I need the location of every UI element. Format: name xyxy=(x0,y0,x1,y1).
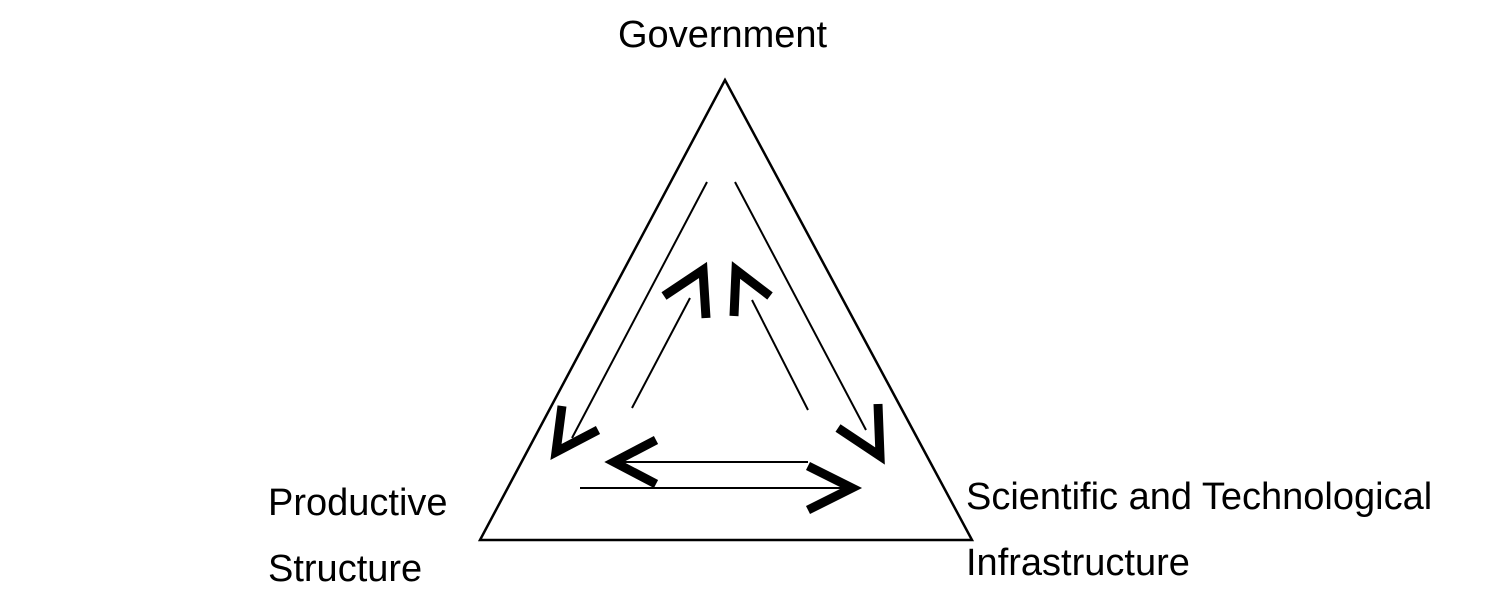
arrowhead-up-left xyxy=(729,261,773,317)
arrow-shaft-up-left xyxy=(751,299,809,411)
node-label-productive-structure-line2: Structure xyxy=(268,548,423,590)
arrow-shaft-down-right xyxy=(734,181,867,431)
edge-government-productive xyxy=(550,181,711,461)
node-label-scientific-infrastructure-line1: Scientific and Technological xyxy=(966,476,1433,518)
outer-triangle xyxy=(477,77,975,542)
edge-productive-scientific xyxy=(580,436,863,515)
arrowhead-down-right xyxy=(835,403,885,465)
edge-government-scientific xyxy=(729,181,885,465)
node-label-productive-structure-line1: Productive xyxy=(268,482,448,524)
arrow-shaft-up-right xyxy=(631,297,691,409)
arrowhead-right xyxy=(805,461,863,515)
arrow-shaft-down-left xyxy=(571,181,708,439)
arrowhead-up-right xyxy=(661,261,711,319)
node-label-government: Government xyxy=(618,14,828,56)
node-label-scientific-infrastructure-line2: Infrastructure xyxy=(966,542,1190,584)
arrowhead-down-left xyxy=(550,405,601,461)
arrowhead-left xyxy=(604,436,659,488)
